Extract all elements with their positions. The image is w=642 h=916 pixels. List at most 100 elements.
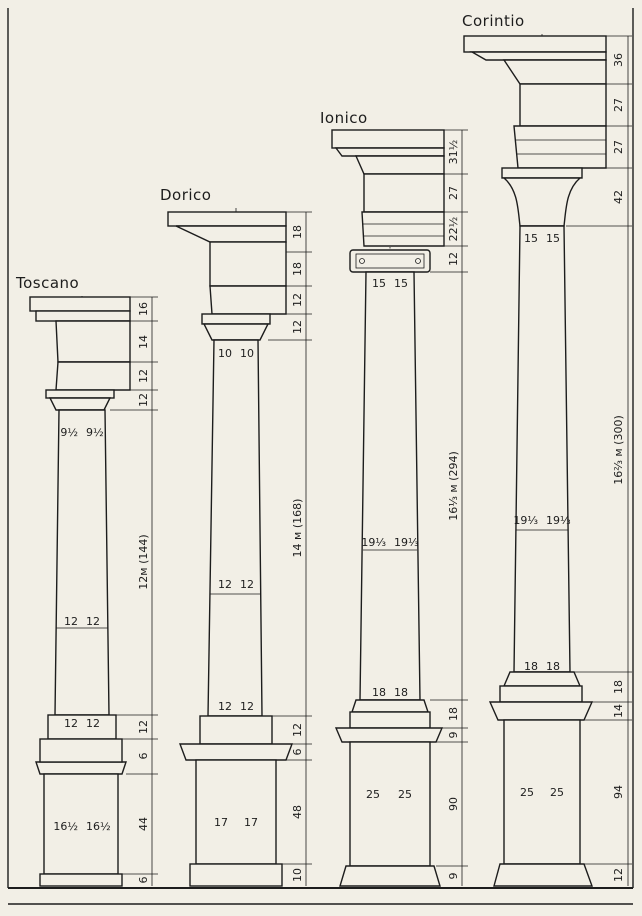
column-base [349, 711, 431, 729]
dim-2: 12 [137, 369, 150, 383]
dim-0: 36 [612, 53, 625, 67]
mid-diameter-right: 12 [86, 615, 100, 628]
cornice-lower [469, 51, 607, 61]
low-diameter-left: 12 [218, 700, 232, 713]
top-diameter-right: 15 [394, 277, 408, 290]
top-diameter-left: 9½ [60, 426, 78, 439]
drawing-frame [7, 8, 634, 905]
dim-4: 16⅔ м (300) [612, 415, 625, 485]
capital-abacus [201, 313, 271, 325]
cornice [463, 35, 607, 53]
cornice [167, 211, 287, 227]
pedestal-diameter-right: 16½ [86, 820, 111, 833]
capital-echinus [202, 323, 270, 341]
mid-diameter-left: 12 [64, 615, 78, 628]
dim-5: 12 [137, 720, 150, 734]
pedestal-diameter-right: 17 [244, 816, 258, 829]
pedestal-cap [39, 738, 123, 763]
dim-7: 48 [291, 805, 304, 819]
low-diameter-left: 18 [524, 660, 538, 673]
dim-7: 94 [612, 785, 625, 799]
pedestal-diameter-right: 25 [398, 788, 412, 801]
low-diameter-right: 12 [86, 717, 100, 730]
column-base-torus [502, 671, 582, 687]
dim-7: 90 [447, 797, 460, 811]
frieze [363, 173, 445, 213]
cornice-lower [334, 147, 445, 157]
dim-6: 14 [612, 704, 625, 718]
dim-3: 12 [291, 320, 304, 334]
frieze [55, 320, 131, 363]
cornice [331, 129, 445, 149]
low-diameter-right: 12 [240, 700, 254, 713]
mid-diameter-right: 19⅓ [394, 536, 419, 549]
column-base [47, 714, 117, 740]
low-diameter-left: 12 [64, 717, 78, 730]
dim-1: 27 [447, 186, 460, 200]
capital-bell [502, 177, 582, 227]
order-ionico: Ionico 15 15 19⅓ 19⅓ 18 18 25 25 [320, 109, 468, 887]
pedestal-diameter-left: 25 [366, 788, 380, 801]
column-base-torus [351, 699, 429, 713]
pedestal-die [503, 719, 581, 865]
capital-abacus [45, 389, 115, 399]
capital-volute [349, 249, 431, 273]
order-title-dorico: Dorico [160, 186, 212, 204]
top-diameter-left: 10 [218, 347, 232, 360]
low-diameter-left: 18 [372, 686, 386, 699]
dim-4: 16⅓ м (294) [447, 451, 460, 521]
column-shaft [54, 409, 110, 716]
frieze [209, 241, 287, 287]
mid-diameter-left: 19⅓ [513, 514, 538, 527]
dim-1: 18 [291, 262, 304, 276]
architrave [209, 285, 287, 315]
cornice-lower [35, 310, 131, 322]
order-toscano: Toscano 9½ 9½ 12 12 12 12 16½ 16½ [15, 274, 158, 887]
dimension-scale-dorico: 18 18 12 12 14 м (168) 12 6 48 10 [268, 211, 312, 886]
column-shaft [359, 271, 421, 701]
column-shaft [207, 339, 263, 717]
dim-6: 6 [137, 753, 150, 760]
dim-0: 16 [137, 302, 150, 316]
mid-diameter-left: 12 [218, 578, 232, 591]
pedestal-cornice [178, 743, 294, 761]
architrave [361, 211, 445, 247]
frieze [519, 83, 607, 127]
pedestal-cornice [334, 727, 444, 743]
dim-1: 27 [612, 98, 625, 112]
top-diameter-right: 9½ [86, 426, 104, 439]
dim-7: 44 [137, 817, 150, 831]
dim-2: 22½ [447, 217, 460, 242]
dimension-scale-corintio: 36 27 27 42 16⅔ м (300) 18 14 94 12 [566, 35, 632, 886]
cornice [29, 296, 131, 312]
dim-8: 12 [612, 868, 625, 882]
dim-3: 42 [612, 190, 625, 204]
dim-6: 6 [291, 749, 304, 756]
pedestal-diameter-right: 25 [550, 786, 564, 799]
dim-2: 27 [612, 140, 625, 154]
dim-8: 9 [447, 873, 460, 880]
dim-4: 14 м (168) [291, 499, 304, 558]
column-shaft [513, 225, 571, 673]
pedestal-die [195, 759, 277, 865]
order-corintio: Corintio 15 15 19⅓ 19⅓ 18 18 25 25 [462, 12, 632, 887]
mid-diameter-right: 12 [240, 578, 254, 591]
mid-diameter-right: 19⅓ [546, 514, 571, 527]
order-dorico: Dorico 10 10 12 12 12 12 17 17 [160, 186, 312, 887]
order-title-ionico: Ionico [320, 109, 368, 127]
mid-diameter-left: 19⅓ [361, 536, 386, 549]
pedestal-cornice [488, 701, 594, 721]
cornice-bed [354, 155, 445, 175]
column-base [199, 715, 273, 745]
top-diameter-left: 15 [372, 277, 386, 290]
top-diameter-left: 15 [524, 232, 538, 245]
pedestal-die [43, 773, 119, 875]
dim-0: 31½ [447, 140, 460, 165]
dimension-scale-toscano: 16 14 12 12 12м (144) 12 6 44 6 [110, 296, 158, 886]
low-diameter-right: 18 [394, 686, 408, 699]
dim-5: 18 [612, 680, 625, 694]
capital-echinus [48, 397, 112, 411]
pedestal-diameter-left: 17 [214, 816, 228, 829]
pedestal-diameter-left: 16½ [53, 820, 78, 833]
